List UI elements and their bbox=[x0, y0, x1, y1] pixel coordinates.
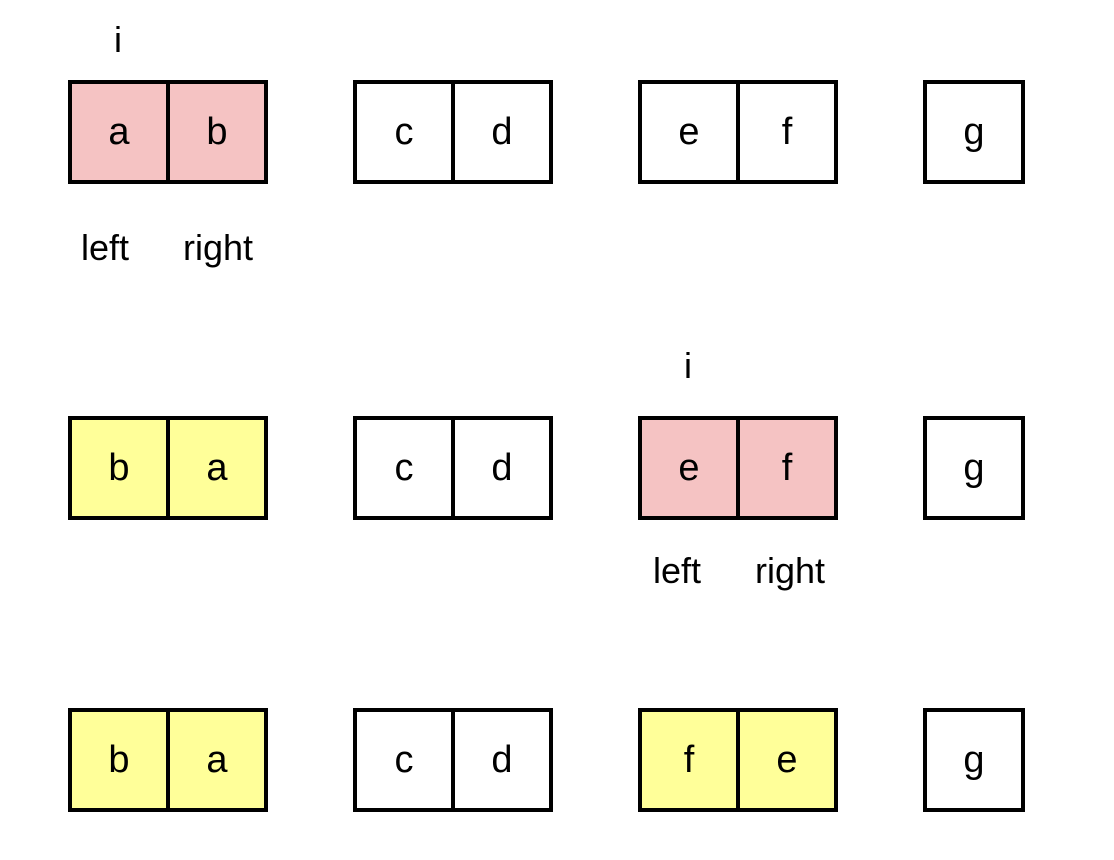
pair-group-2: f e bbox=[638, 708, 838, 812]
right-pointer-label-row-0: right bbox=[183, 227, 254, 268]
array-row-2: b a c d f e g bbox=[0, 708, 1114, 812]
array-cell: a bbox=[166, 416, 268, 520]
array-row-0: a b c d e f g bbox=[0, 80, 1114, 184]
pair-group-0: b a bbox=[68, 416, 268, 520]
array-cell: g bbox=[923, 80, 1025, 184]
left-pointer-label-row-0: left bbox=[81, 227, 130, 268]
pair-group-3: g bbox=[923, 80, 1025, 184]
left-pointer-label-row-1: left bbox=[653, 550, 702, 591]
array-cell: a bbox=[166, 708, 268, 812]
index-pointer-label-row-1: i bbox=[684, 345, 692, 386]
pair-group-2: e f bbox=[638, 80, 838, 184]
pair-group-1: c d bbox=[353, 80, 553, 184]
array-cell: f bbox=[736, 416, 838, 520]
pair-group-0: a b bbox=[68, 80, 268, 184]
pair-group-0: b a bbox=[68, 708, 268, 812]
array-cell: d bbox=[451, 708, 553, 812]
pair-group-1: c d bbox=[353, 708, 553, 812]
array-cell: e bbox=[638, 80, 740, 184]
array-cell: b bbox=[166, 80, 268, 184]
pair-group-2: e f bbox=[638, 416, 838, 520]
array-cell: f bbox=[736, 80, 838, 184]
array-cell: e bbox=[638, 416, 740, 520]
array-cell: d bbox=[451, 80, 553, 184]
array-cell: b bbox=[68, 708, 170, 812]
array-cell: c bbox=[353, 416, 455, 520]
array-cell: c bbox=[353, 708, 455, 812]
index-pointer-label-row-0: i bbox=[114, 19, 122, 60]
pair-group-3: g bbox=[923, 708, 1025, 812]
array-cell: b bbox=[68, 416, 170, 520]
array-row-1: b a c d e f g bbox=[0, 416, 1114, 520]
right-pointer-label-row-1: right bbox=[755, 550, 826, 591]
array-cell: f bbox=[638, 708, 740, 812]
array-cell: c bbox=[353, 80, 455, 184]
pair-group-3: g bbox=[923, 416, 1025, 520]
array-cell: d bbox=[451, 416, 553, 520]
array-cell: g bbox=[923, 708, 1025, 812]
array-cell: a bbox=[68, 80, 170, 184]
pair-group-1: c d bbox=[353, 416, 553, 520]
array-cell: e bbox=[736, 708, 838, 812]
array-cell: g bbox=[923, 416, 1025, 520]
